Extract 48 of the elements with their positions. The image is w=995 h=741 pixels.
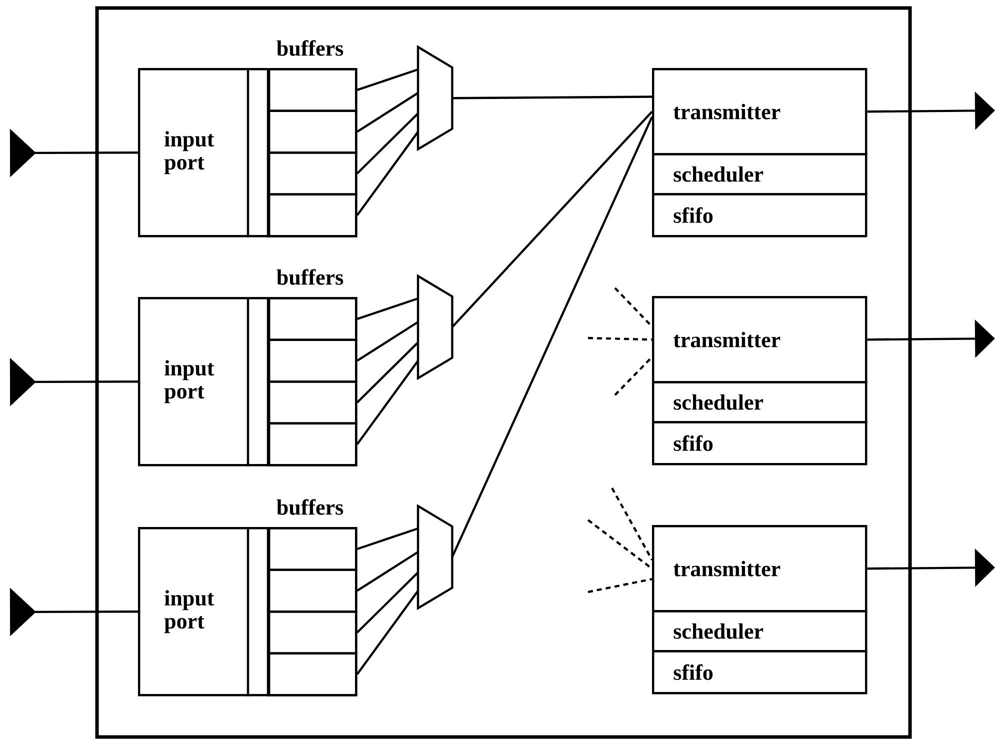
connector-line bbox=[356, 112, 419, 174]
buffer-cell bbox=[268, 297, 358, 341]
buffer-cell bbox=[268, 568, 358, 613]
connector-line bbox=[356, 92, 419, 133]
dashed-line bbox=[614, 356, 653, 396]
input-port-box: input port bbox=[138, 297, 358, 466]
connector-line bbox=[356, 590, 419, 675]
buffer-cell bbox=[268, 152, 358, 196]
scheduler-box: scheduler bbox=[652, 381, 868, 424]
dashed-line bbox=[614, 287, 653, 328]
buffer-cell bbox=[268, 193, 358, 238]
connector-line bbox=[356, 131, 419, 216]
buffer-cell bbox=[268, 610, 358, 654]
dashed-line bbox=[611, 487, 653, 560]
buffer-cell bbox=[268, 380, 358, 424]
connector-line bbox=[356, 572, 419, 634]
connector-line bbox=[451, 116, 654, 558]
transmitter-box: transmitter bbox=[652, 68, 868, 156]
dashed-line bbox=[587, 519, 653, 570]
column-label: buffers bbox=[276, 40, 344, 56]
column-label: buffers bbox=[276, 269, 344, 285]
buffer-cell bbox=[268, 338, 358, 383]
connector-line bbox=[451, 110, 653, 328]
input-port-box: input port bbox=[138, 68, 358, 238]
connector-line bbox=[356, 342, 419, 404]
input-port-box: input port bbox=[138, 527, 358, 696]
connector-line bbox=[356, 321, 419, 362]
connector-line bbox=[452, 96, 652, 100]
dashed-line bbox=[588, 336, 652, 341]
connector-line bbox=[356, 68, 418, 92]
dashed-line bbox=[588, 578, 652, 594]
connector-line bbox=[356, 297, 418, 320]
connector-line bbox=[356, 551, 419, 592]
buffer-cell bbox=[268, 68, 358, 112]
sfifo-box: sfifo bbox=[652, 650, 868, 694]
sfifo-box: sfifo bbox=[652, 193, 868, 238]
buffer-cell bbox=[268, 527, 358, 571]
connector-line bbox=[356, 360, 419, 445]
transmitter-box: transmitter bbox=[652, 525, 868, 612]
sfifo-box: sfifo bbox=[652, 421, 868, 466]
column-label: buffers bbox=[276, 499, 344, 515]
scheduler-box: scheduler bbox=[652, 153, 868, 196]
buffer-cell bbox=[268, 652, 358, 696]
buffer-cell bbox=[268, 422, 358, 466]
scheduler-box: scheduler bbox=[652, 610, 868, 652]
transmitter-box: transmitter bbox=[652, 296, 868, 384]
connector-line bbox=[356, 527, 418, 550]
buffer-cell bbox=[268, 110, 358, 154]
